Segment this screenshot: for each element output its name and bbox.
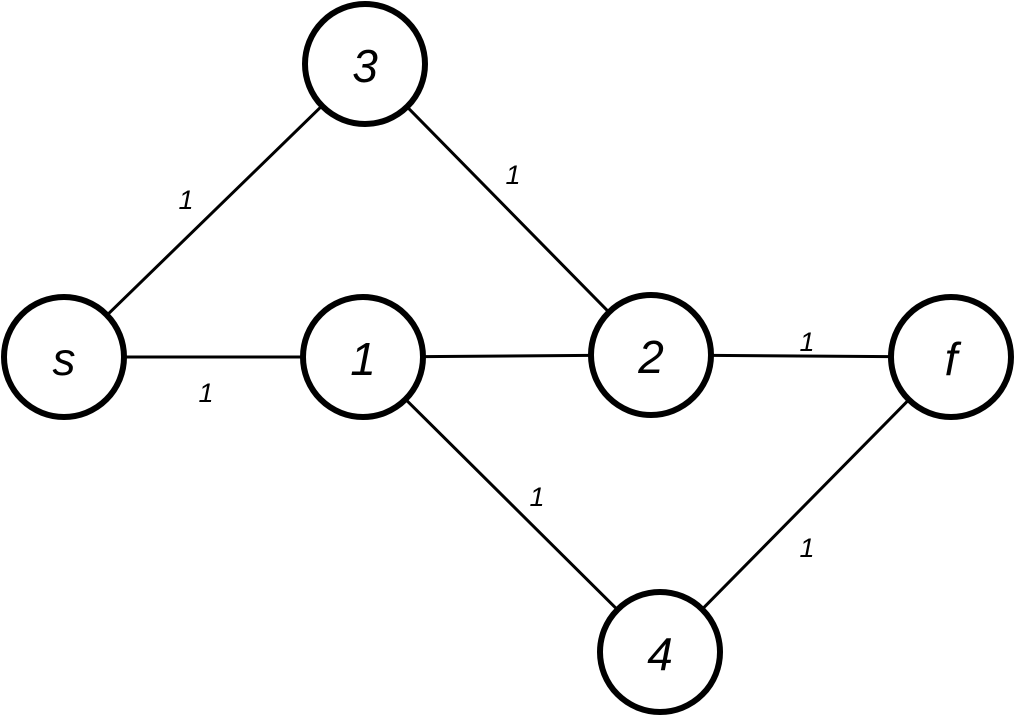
- edge-2-f: [710, 353, 892, 359]
- edge-4-f: [701, 398, 910, 611]
- node-4: 4: [597, 589, 723, 715]
- node-circle-1: [300, 294, 426, 420]
- node-circle-s: [1, 294, 127, 420]
- node-3: 3: [302, 1, 428, 127]
- edge-weight-1-4: 1: [529, 482, 544, 512]
- node-circle-2: [588, 292, 714, 418]
- node-2: 2: [588, 292, 714, 418]
- edge-weight-2-f: 1: [799, 327, 814, 357]
- edge-1-4: [404, 398, 619, 611]
- edges-layer: [105, 104, 910, 611]
- node-label-f: f: [945, 333, 962, 385]
- node-s: s: [1, 294, 127, 420]
- edge-weight-3-2: 1: [505, 160, 520, 190]
- edge-1-2: [422, 353, 592, 359]
- node-label-2: 2: [637, 331, 664, 383]
- edge-weight-s-3: 1: [178, 185, 193, 215]
- node-circle-4: [597, 589, 723, 715]
- node-label-3: 3: [352, 40, 378, 92]
- node-circle-3: [302, 1, 428, 127]
- node-circle-f: [888, 294, 1014, 420]
- edge-s-3: [105, 104, 324, 317]
- edge-3-2: [405, 105, 611, 314]
- node-label-1: 1: [350, 333, 376, 385]
- edge-weight-4-f: 1: [799, 533, 814, 563]
- node-f: f: [888, 294, 1014, 420]
- edge-weight-s-1: 1: [198, 378, 213, 408]
- edge-labels-layer: 1 1 1 1 1 1: [178, 160, 814, 563]
- node-label-4: 4: [647, 628, 673, 680]
- node-label-s: s: [53, 333, 76, 385]
- node-1: 1: [300, 294, 426, 420]
